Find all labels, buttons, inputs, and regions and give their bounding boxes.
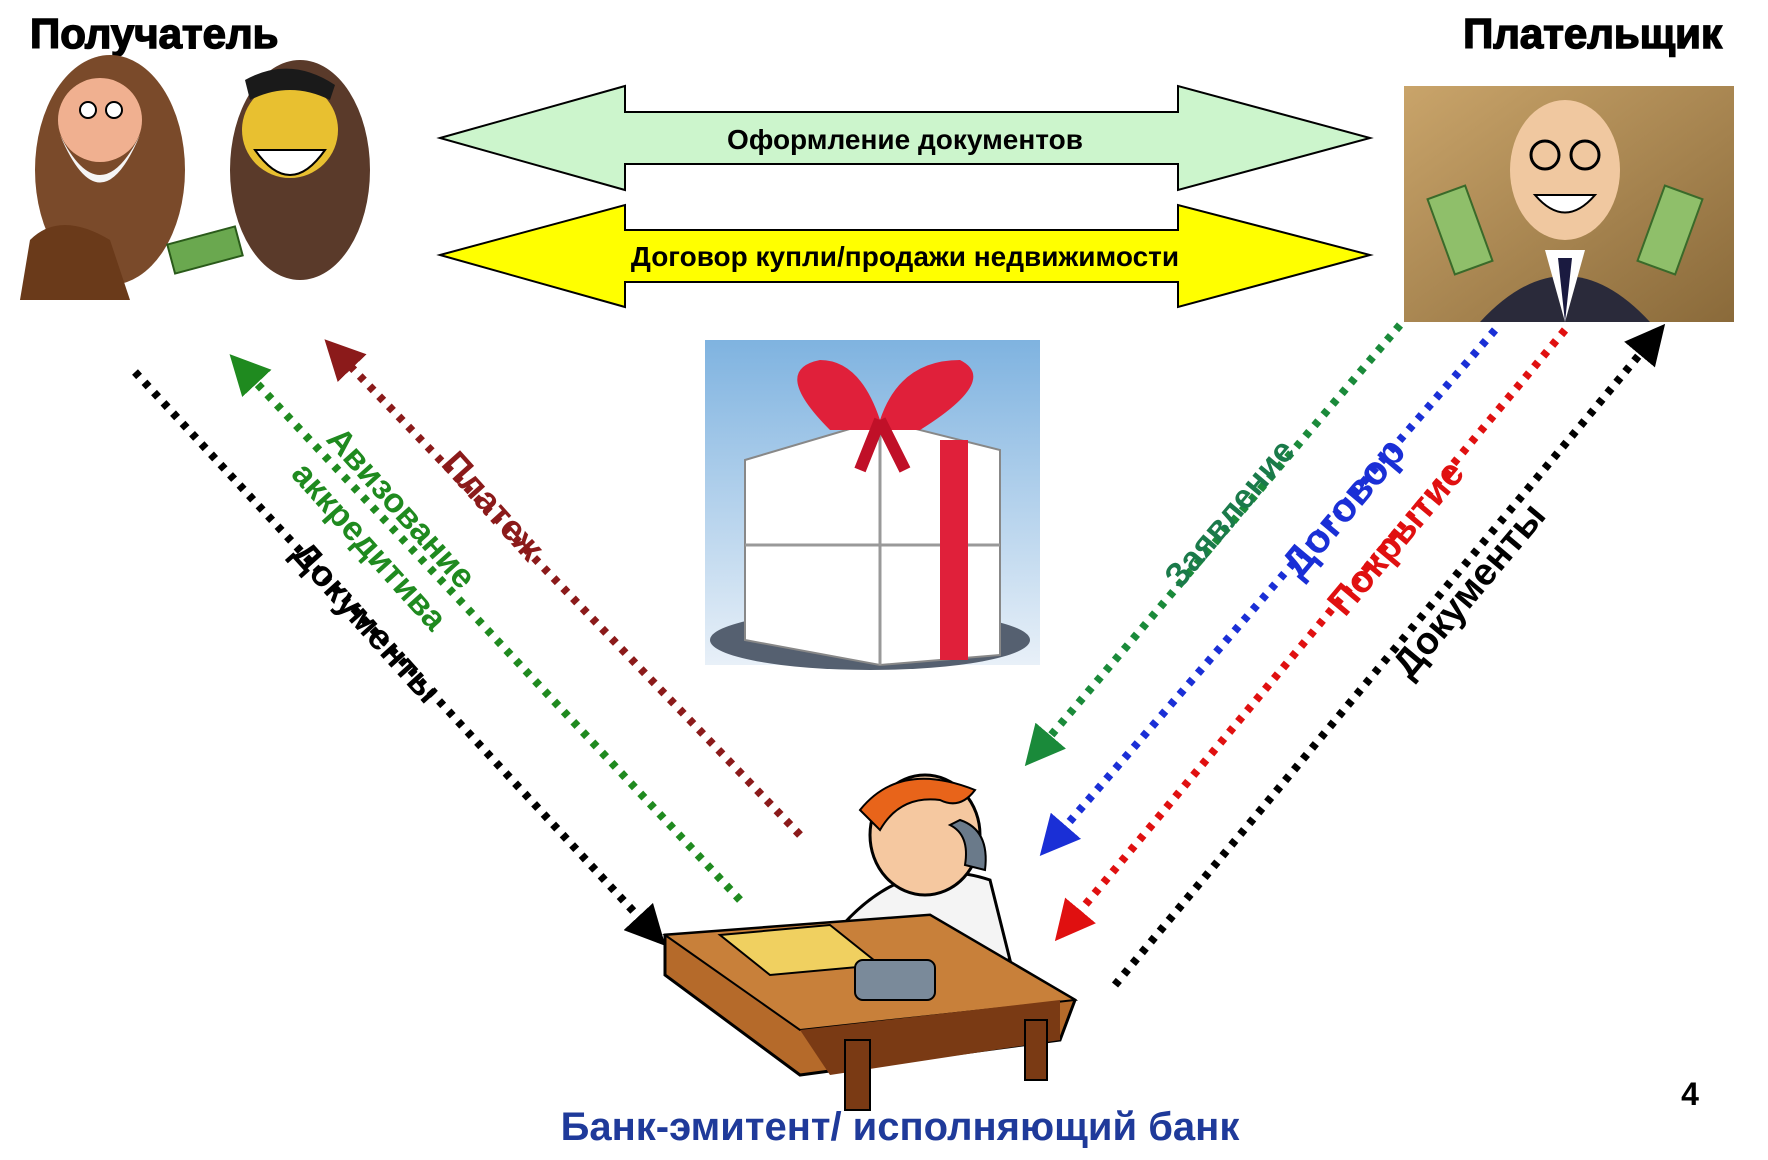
bottom-double-arrow (436, 203, 1374, 309)
right-coverage-arrow (1054, 327, 1569, 942)
page-number: 4 (1681, 1076, 1699, 1112)
recipient-title: Получатель (30, 10, 278, 57)
top-arrow-label: Оформление документов (727, 124, 1083, 155)
left-documents-arrow (132, 369, 666, 946)
bank-clerk-image (662, 773, 1079, 1111)
house-gift-image (705, 340, 1040, 670)
payer-image (1404, 86, 1734, 322)
right-documents-arrow (1111, 323, 1666, 988)
top-double-arrow (436, 84, 1374, 192)
left-avizo-arrow (229, 354, 743, 903)
bank-title: Банк-эмитент/ исполняющий банк (561, 1105, 1241, 1149)
payer-title: Плательщик (1463, 10, 1723, 57)
right-application-label: Заявление (1157, 432, 1302, 595)
recipient-image (20, 55, 370, 300)
right-application-arrow (1024, 322, 1404, 767)
right-contract-arrow (1039, 327, 1499, 857)
left-payment-arrow (324, 339, 803, 838)
bottom-arrow-label: Договор купли/продажи недвижимости (631, 241, 1179, 272)
